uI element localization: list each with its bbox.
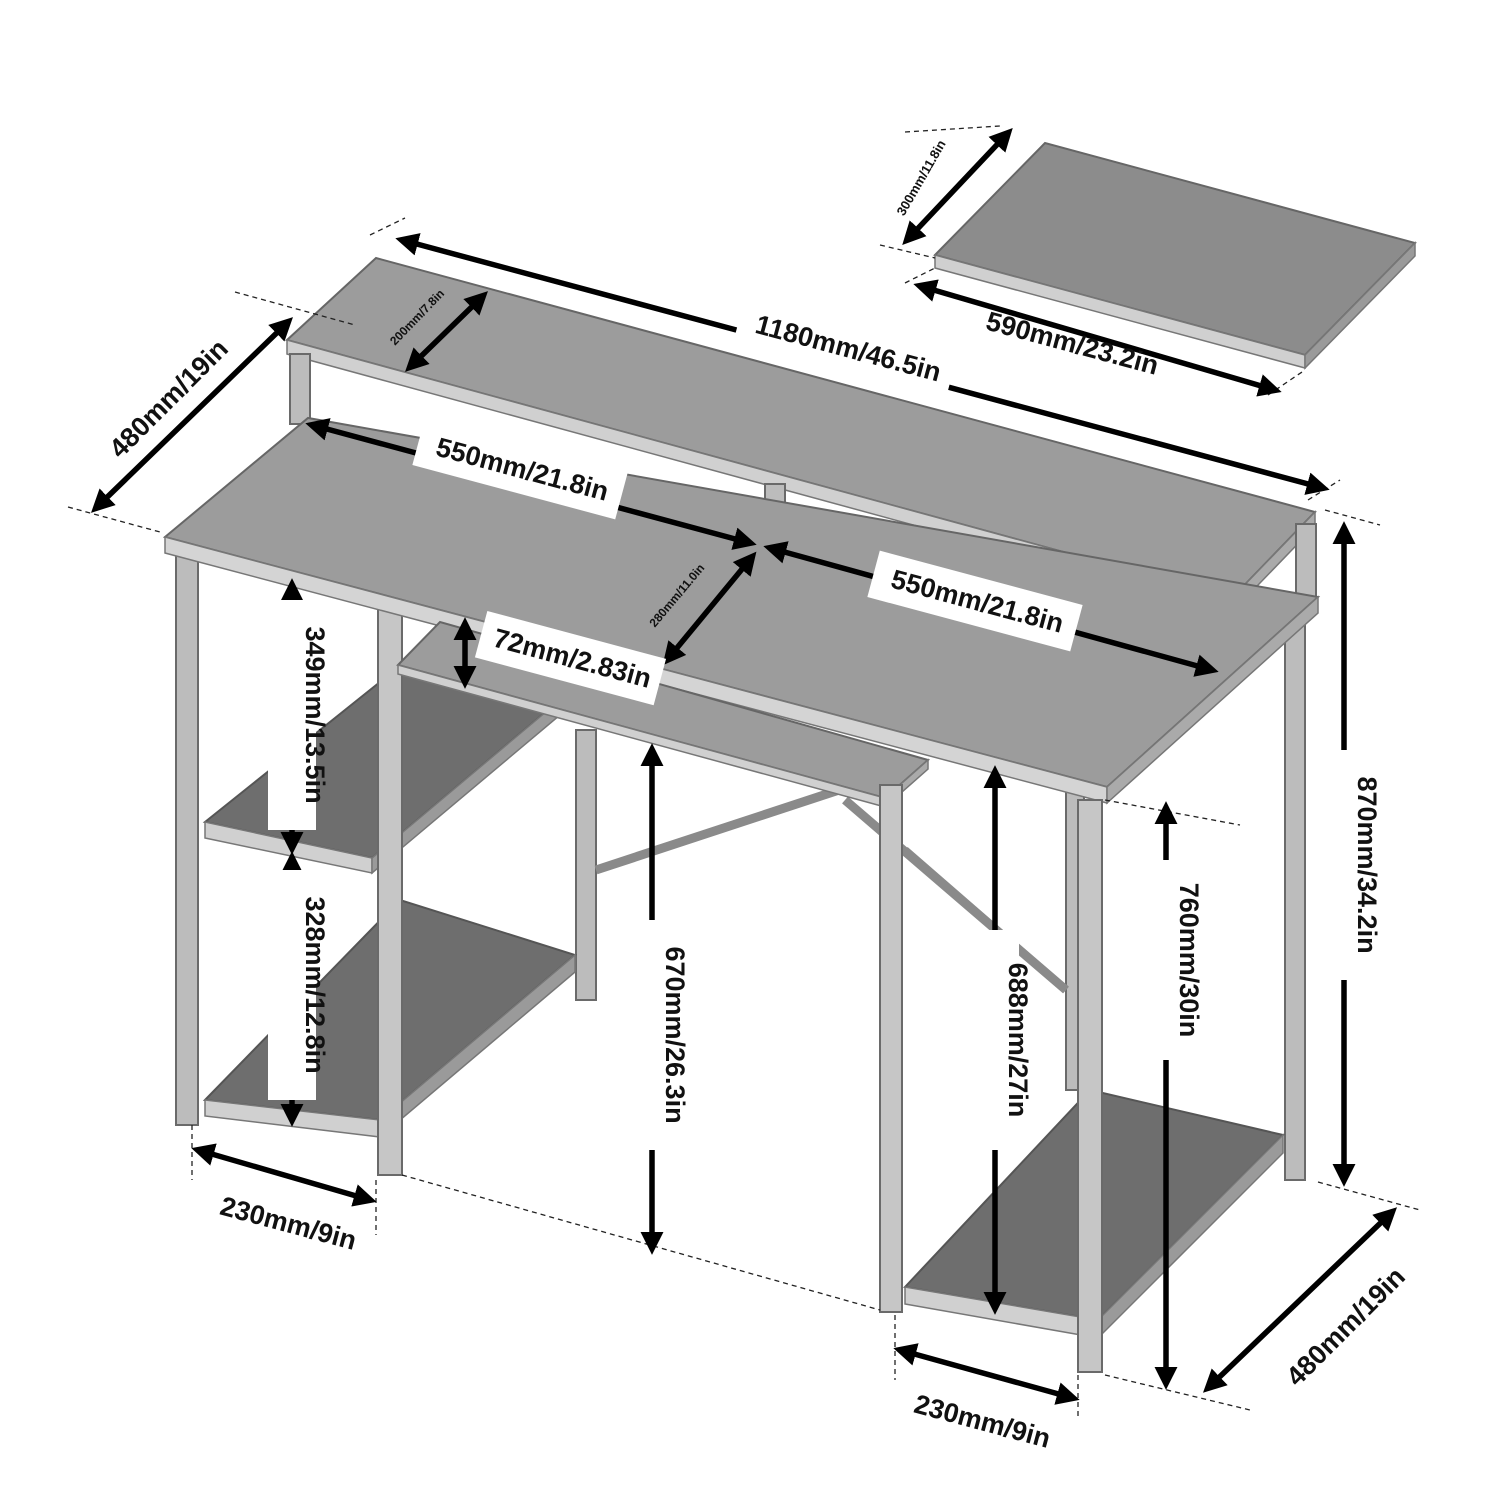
label-gaps (268, 290, 1368, 1150)
arrow-riser-depth (405, 291, 488, 372)
label-depth-left: 480mm/19in (103, 333, 234, 464)
label-left-shelf-width: 230mm/9in (217, 1191, 360, 1256)
label-upper-shelf-gap: 349mm/13.5in (300, 626, 330, 803)
arrow-keyboard-depth (662, 551, 757, 666)
arrow-extra-shelf-depth (902, 127, 1013, 246)
label-total-height: 870mm/34.2in (1352, 776, 1382, 953)
right-front-legs (879, 784, 1103, 1373)
label-right-shelf-gap: 688mm/27in (1003, 963, 1033, 1118)
arrow-depth-left (91, 317, 293, 513)
arrow-extra-shelf-width (913, 279, 1282, 397)
label-right-shelf-width: 230mm/9in (911, 1389, 1054, 1454)
label-desk-height: 760mm/30in (1174, 883, 1204, 1038)
arrow-right-shelf-width (893, 1343, 1080, 1405)
label-knee-clearance: 670mm/26.3in (660, 946, 690, 1123)
label-depth-right: 480mm/19in (1280, 1261, 1411, 1392)
label-lower-shelf-gap: 328mm/12.8in (300, 896, 330, 1073)
arrow-left-shelf-width (191, 1143, 377, 1207)
left-front-legs (175, 549, 403, 1176)
arrow-depth-right (1202, 1207, 1398, 1393)
